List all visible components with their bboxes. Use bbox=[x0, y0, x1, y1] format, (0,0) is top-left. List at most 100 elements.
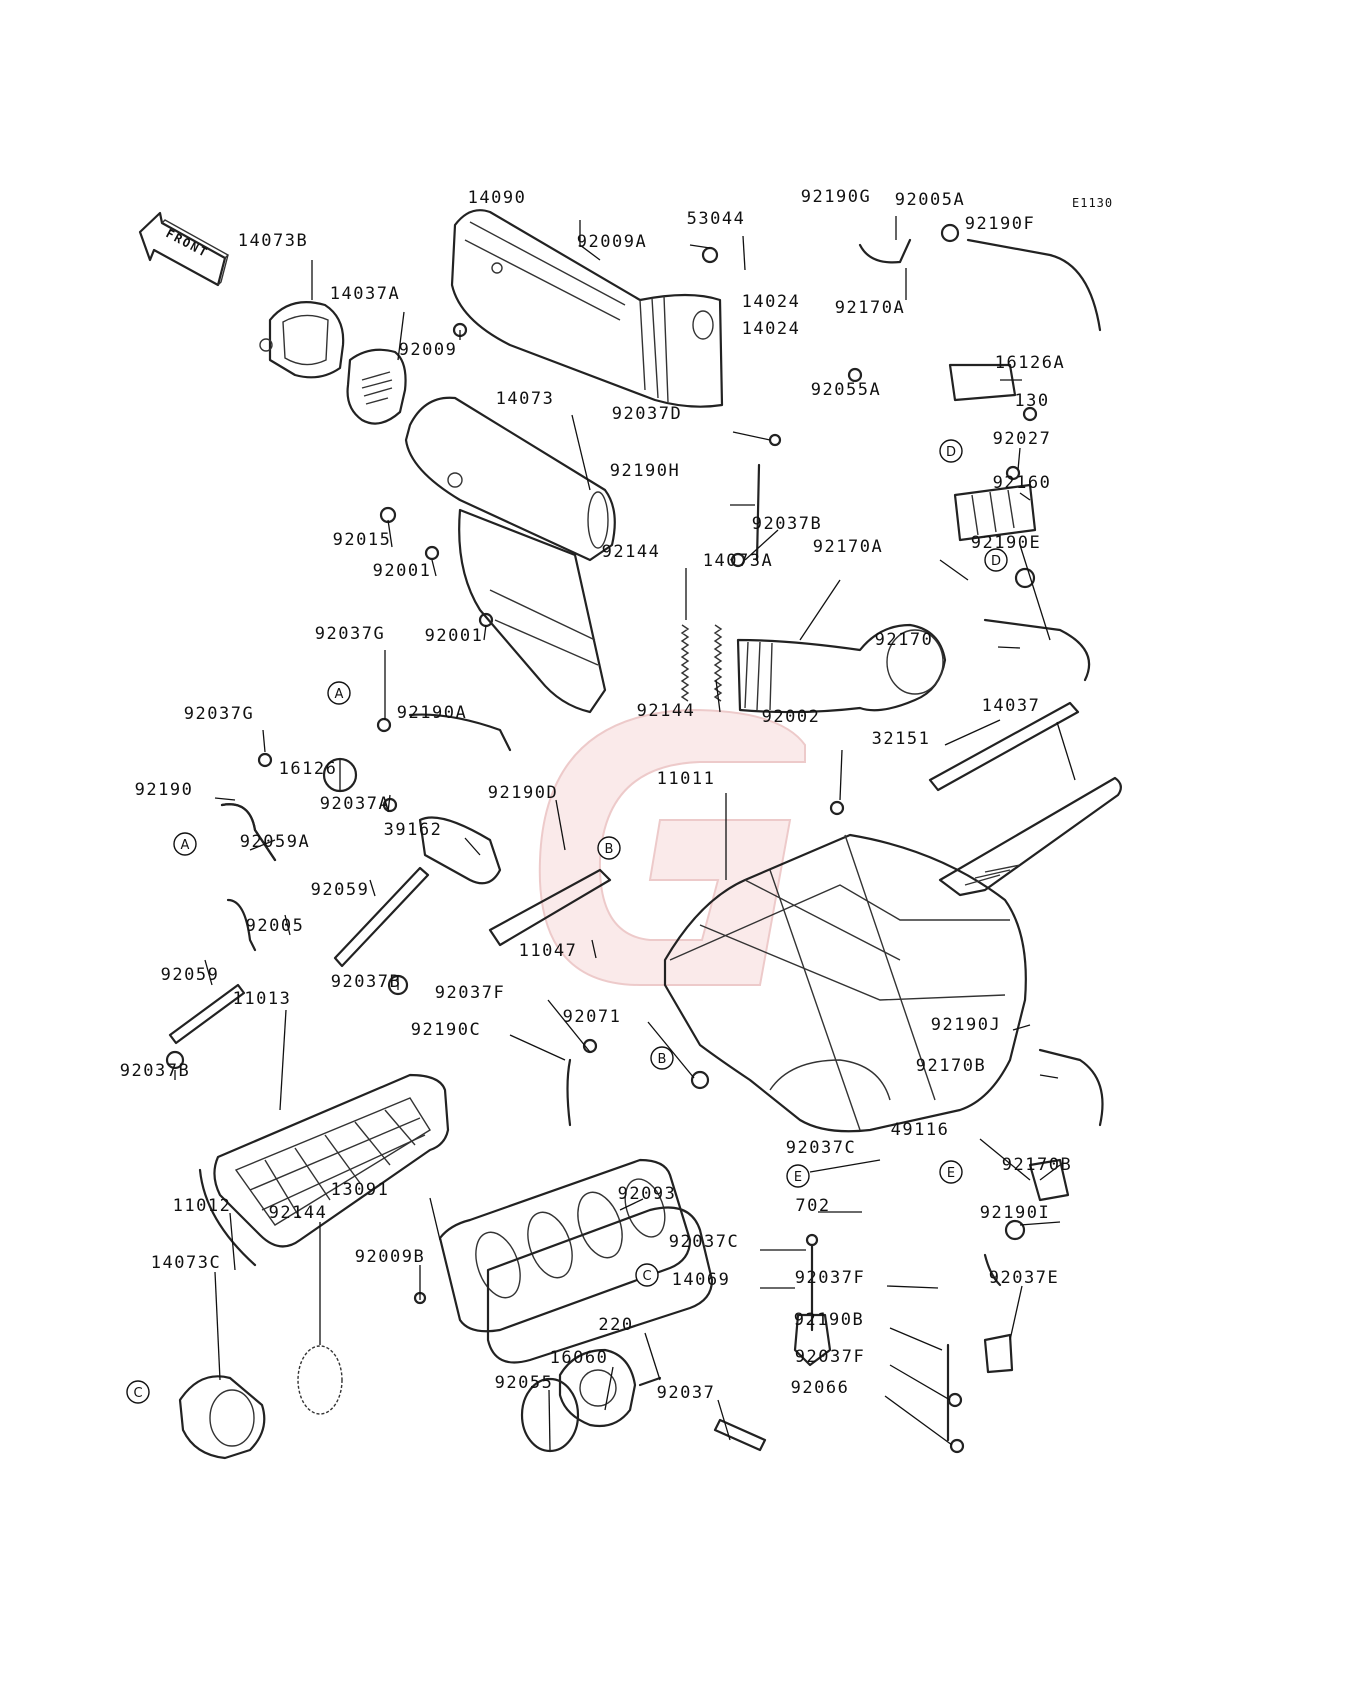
part-label-p-220: 220 bbox=[598, 1315, 633, 1335]
part-label-p-92037D: 92037D bbox=[612, 404, 682, 424]
part-label-p-92190A: 92190A bbox=[397, 703, 467, 723]
part-label-p-92055: 92055 bbox=[495, 1373, 554, 1393]
front-arrow: FRONT bbox=[138, 211, 230, 287]
ref-E2-circle bbox=[786, 1164, 810, 1188]
ref-E1-letter: E bbox=[947, 1166, 955, 1181]
spring-ring-92144 bbox=[297, 1345, 343, 1415]
part-label-p-92005A: 92005A bbox=[895, 190, 965, 210]
part-label-p-14073: 14073 bbox=[496, 389, 555, 409]
part-label-p-32151: 32151 bbox=[872, 729, 931, 749]
part-label-p-16126: 16126 bbox=[279, 759, 338, 779]
ref-B1: B bbox=[597, 836, 621, 860]
watermark-logo bbox=[538, 708, 806, 986]
ref-A1: A bbox=[327, 681, 351, 705]
part-label-p-92190I: 92190I bbox=[980, 1203, 1050, 1223]
lower-intake-duct bbox=[404, 396, 616, 714]
part-label-p-11011: 11011 bbox=[657, 769, 716, 789]
part-label-p-14069: 14069 bbox=[672, 1270, 731, 1290]
part-label-p-49116: 49116 bbox=[891, 1120, 950, 1140]
part-label-p-11047: 11047 bbox=[519, 941, 578, 961]
part-label-p-53044: 53044 bbox=[687, 209, 746, 229]
part-label-p-14037: 14037 bbox=[982, 696, 1041, 716]
part-label-p-92055A: 92055A bbox=[811, 380, 881, 400]
part-label-p-92190: 92190 bbox=[135, 780, 194, 800]
cover-14037 bbox=[938, 776, 1122, 897]
part-label-p-92170B-bot: 92170B bbox=[1002, 1155, 1072, 1175]
spring-92144 bbox=[680, 624, 723, 702]
ref-A2: A bbox=[173, 832, 197, 856]
part-label-p-92190B: 92190B bbox=[794, 1310, 864, 1330]
ref-E2: E bbox=[786, 1164, 810, 1188]
front-label: FRONT bbox=[164, 226, 211, 260]
part-label-p-92190J: 92190J bbox=[931, 1015, 1001, 1035]
part-label-p-14024b: 14024 bbox=[742, 319, 801, 339]
ref-B1-circle bbox=[597, 836, 621, 860]
part-label-p-11012: 11012 bbox=[173, 1196, 232, 1216]
part-label-p-92071: 92071 bbox=[563, 1007, 622, 1027]
part-label-p-92037A: 92037A bbox=[320, 794, 390, 814]
ref-A1-circle bbox=[327, 681, 351, 705]
part-label-p-14073C: 14073C bbox=[151, 1253, 221, 1273]
part-label-p-92160: 92160 bbox=[993, 473, 1052, 493]
part-label-p-92037G-top: 92037G bbox=[315, 624, 385, 644]
part-label-p-92170B-top: 92170B bbox=[916, 1056, 986, 1076]
part-label-p-92059A: 92059A bbox=[240, 832, 310, 852]
ref-D2-circle bbox=[984, 548, 1008, 572]
ref-C2-letter: C bbox=[133, 1386, 142, 1401]
screen-14037a bbox=[346, 348, 407, 425]
part-label-p-92037C-top: 92037C bbox=[786, 1138, 856, 1158]
part-label-p-13091: 13091 bbox=[331, 1180, 390, 1200]
upper-intake-duct bbox=[450, 209, 724, 408]
ref-E1-circle bbox=[939, 1160, 963, 1184]
part-label-p-11013: 11013 bbox=[233, 989, 292, 1009]
ref-E1: E bbox=[939, 1160, 963, 1184]
part-label-p-92170A-mid: 92170A bbox=[813, 537, 883, 557]
part-label-p-92037B-mid: 92037B bbox=[752, 514, 822, 534]
part-label-p-14073B: 14073B bbox=[238, 231, 308, 251]
part-label-p-92144-mid: 92144 bbox=[637, 701, 696, 721]
ref-E2-letter: E bbox=[794, 1170, 802, 1185]
part-label-p-92059-left: 92059 bbox=[161, 965, 220, 985]
ref-D2: D bbox=[984, 548, 1008, 572]
hoses bbox=[168, 238, 1104, 1442]
part-label-p-16126A: 16126A bbox=[995, 353, 1065, 373]
ref-B2: B bbox=[650, 1046, 674, 1070]
plate-13091 bbox=[438, 1158, 692, 1333]
part-label-p-92027: 92027 bbox=[993, 429, 1052, 449]
ref-D2-letter: D bbox=[991, 554, 1001, 569]
part-label-p-92037C-bot: 92037C bbox=[669, 1232, 739, 1252]
part-label-p-92144-top: 92144 bbox=[602, 542, 661, 562]
gasket-92093 bbox=[486, 1206, 714, 1364]
part-label-p-92015: 92015 bbox=[333, 530, 392, 550]
rod-32151 bbox=[928, 701, 1080, 792]
part-label-p-16060: 16060 bbox=[550, 1348, 609, 1368]
part-label-p-92190E: 92190E bbox=[971, 533, 1041, 553]
cover-16060 bbox=[520, 1348, 662, 1453]
part-label-p-14037A: 14037A bbox=[330, 284, 400, 304]
part-label-p-92005: 92005 bbox=[246, 916, 305, 936]
part-labels: 1409014073B14037A92009A53044140241402492… bbox=[120, 187, 1072, 1403]
part-label-p-92037F-bot: 92037F bbox=[795, 1347, 865, 1367]
part-label-p-92093: 92093 bbox=[618, 1184, 677, 1204]
part-label-p-39162: 39162 bbox=[384, 820, 443, 840]
part-label-p-92190C: 92190C bbox=[411, 1020, 481, 1040]
part-label-p-130: 130 bbox=[1014, 391, 1049, 411]
part-label-p-92009B: 92009B bbox=[355, 1247, 425, 1267]
ref-A2-letter: A bbox=[181, 838, 190, 853]
part-label-p-14024a: 14024 bbox=[742, 292, 801, 312]
part-label-p-14090: 14090 bbox=[468, 188, 527, 208]
part-label-p-92190F: 92190F bbox=[965, 214, 1035, 234]
part-label-p-92037F-right: 92037F bbox=[795, 1268, 865, 1288]
ref-A2-circle bbox=[173, 832, 197, 856]
air-cleaner-housing bbox=[663, 833, 1027, 1133]
part-label-p-92001a: 92001 bbox=[373, 561, 432, 581]
leader-lines bbox=[174, 216, 1076, 1451]
ref-A1-letter: A bbox=[335, 687, 344, 702]
part-label-p-92170: 92170 bbox=[875, 630, 934, 650]
ref-C1-letter: C bbox=[642, 1269, 651, 1284]
part-label-p-92170A-top: 92170A bbox=[835, 298, 905, 318]
part-label-p-92037: 92037 bbox=[657, 1383, 716, 1403]
